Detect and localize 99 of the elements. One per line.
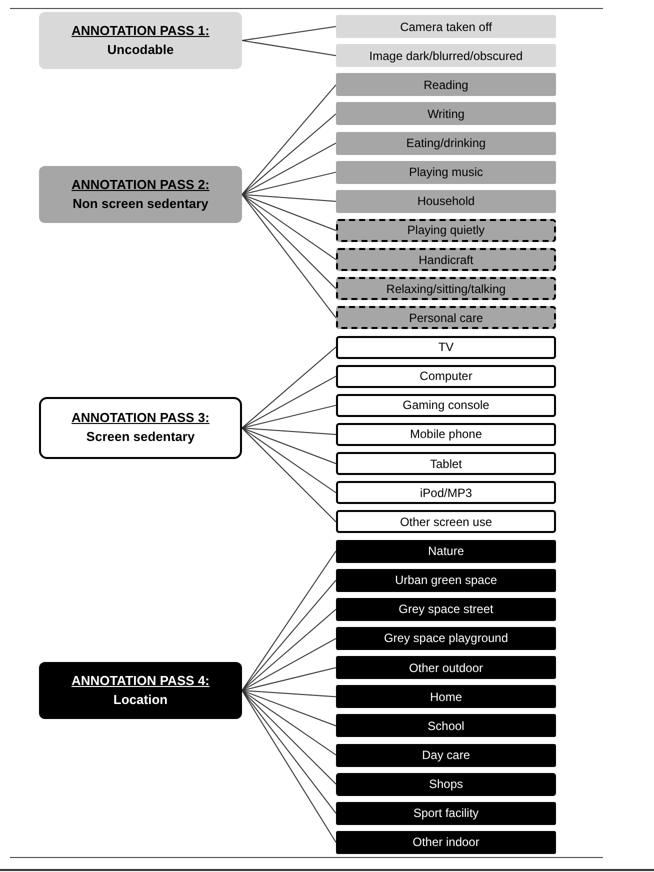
pass-title: Screen sedentary	[86, 428, 195, 446]
category-box	[336, 626, 556, 650]
connector-line	[242, 194, 336, 202]
category-label: Gaming console	[402, 398, 490, 412]
pass-box	[39, 662, 242, 719]
category-box	[336, 15, 556, 38]
pass-heading: ANNOTATION PASS 2:	[72, 176, 210, 194]
category-box	[336, 656, 556, 680]
connector-line	[242, 26, 336, 41]
connector-line	[242, 194, 336, 290]
pass-box	[39, 166, 242, 223]
connector-line	[242, 690, 336, 814]
pass-title: Non screen sedentary	[72, 194, 208, 213]
connector-line	[242, 690, 336, 698]
connector-line	[242, 172, 336, 195]
connector-line	[242, 428, 336, 522]
pass-box	[39, 12, 242, 69]
connector-line	[242, 428, 336, 464]
connector-line	[242, 690, 336, 726]
connector-line	[242, 194, 336, 318]
category-label: iPod/MP3	[420, 486, 472, 500]
connector-line	[242, 376, 336, 428]
pass-title: Uncodable	[107, 40, 174, 58]
connector-line	[242, 84, 336, 195]
category-box	[336, 364, 556, 388]
connector-line	[242, 580, 336, 691]
category-box	[336, 73, 556, 96]
connector-line	[242, 667, 336, 691]
connector-line	[242, 346, 336, 428]
category-label: Other outdoor	[408, 660, 484, 675]
connector-line	[242, 690, 336, 756]
category-box	[336, 394, 556, 417]
category-box	[336, 452, 556, 476]
category-box	[336, 102, 556, 126]
connector-line	[242, 428, 336, 494]
category-box	[336, 160, 556, 184]
category-box	[336, 277, 556, 300]
connector-line	[242, 142, 336, 195]
category-box	[336, 306, 556, 330]
connector-line	[242, 194, 336, 260]
category-box	[336, 830, 556, 854]
category-label: School	[428, 718, 464, 733]
pass-box	[39, 397, 242, 459]
connector-line	[242, 608, 336, 691]
category-label: Playing music	[408, 165, 484, 180]
category-label: Reading	[424, 78, 468, 92]
category-label: Relaxing/sitting/talking	[386, 282, 506, 296]
category-box	[336, 744, 556, 766]
category-box	[336, 598, 556, 621]
category-box	[336, 540, 556, 563]
category-box	[336, 336, 556, 359]
connector-line	[242, 638, 336, 691]
pass-title: Location	[113, 690, 168, 708]
connector-line	[242, 550, 336, 691]
category-box	[336, 218, 556, 242]
connector-line	[242, 690, 336, 843]
connector-line	[242, 404, 336, 428]
category-label: Handicraft	[418, 252, 474, 267]
category-label: Tablet	[430, 456, 462, 471]
category-label: Other indoor	[412, 835, 480, 850]
connector-line	[242, 113, 336, 195]
pass-heading: ANNOTATION PASS 4:	[72, 672, 210, 690]
category-box	[336, 772, 556, 796]
category-label: TV	[438, 340, 454, 354]
category-label: Writing	[427, 106, 465, 121]
category-box	[336, 714, 556, 738]
category-box	[336, 802, 556, 825]
category-label: Playing quietly	[407, 223, 485, 238]
category-box	[336, 481, 556, 504]
category-box	[336, 44, 556, 68]
connector-line	[242, 40, 336, 56]
category-label: Personal care	[408, 310, 484, 325]
pass-heading: ANNOTATION PASS 3:	[72, 409, 210, 427]
category-box	[336, 685, 556, 708]
category-label: Other screen use	[400, 514, 492, 529]
pass-heading: ANNOTATION PASS 1:	[72, 22, 210, 40]
category-box	[336, 422, 556, 446]
category-label: Grey space street	[398, 602, 494, 616]
category-label: Household	[417, 194, 475, 208]
category-box	[336, 248, 556, 272]
connector-line	[242, 428, 336, 435]
category-box	[336, 568, 556, 592]
category-label: Mobile phone	[410, 427, 482, 442]
category-label: Day care	[422, 748, 470, 762]
category-label: Image dark/blurred/obscured	[369, 48, 523, 63]
category-label: Computer	[420, 369, 472, 384]
category-label: Nature	[428, 544, 464, 558]
category-label: Grey space playground	[384, 631, 508, 646]
category-label: Eating/drinking	[406, 136, 486, 150]
category-box	[336, 190, 556, 213]
category-box	[336, 132, 556, 155]
category-label: Home	[430, 690, 462, 704]
category-label: Camera taken off	[400, 20, 492, 34]
connector-line	[242, 194, 336, 231]
category-label: Urban green space	[394, 573, 498, 588]
category-label: Sport facility	[413, 806, 479, 820]
category-box	[336, 510, 556, 534]
category-label: Shops	[428, 777, 464, 792]
connector-line	[242, 690, 336, 785]
